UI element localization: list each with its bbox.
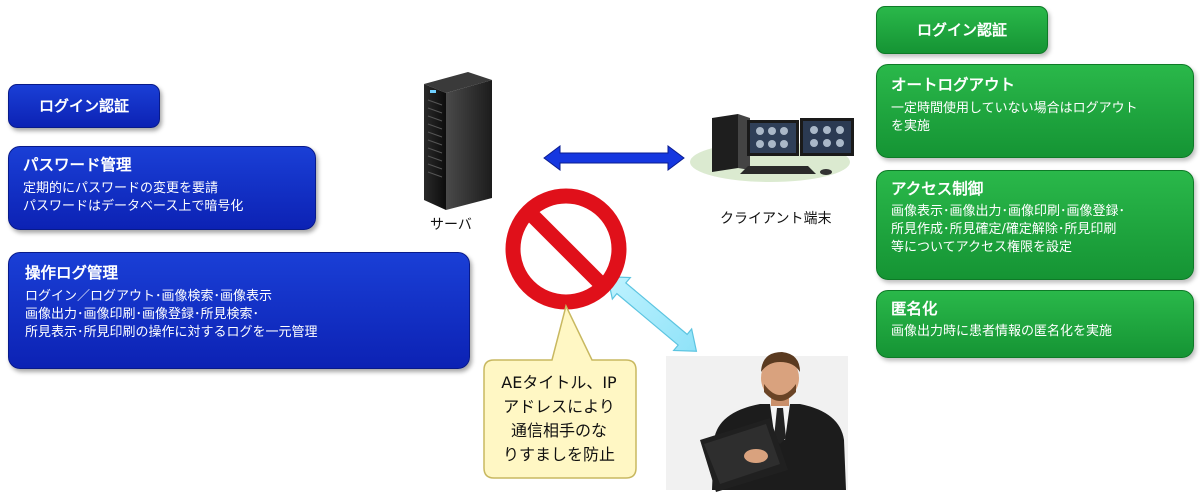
auto-logout-body: 一定時間使用していない場合はログアウト を実施 bbox=[891, 101, 1138, 134]
password-management-card: パスワード管理 定期的にパスワードの変更を要請 パスワードはデータベース上で暗号… bbox=[8, 146, 316, 230]
auto-logout-title: オートログアウト bbox=[891, 76, 1016, 94]
access-control-card: アクセス制御 画像表示･画像出力･画像印刷･画像登録･ 所見作成･所見確定/確定… bbox=[876, 170, 1194, 280]
callout-bubble bbox=[483, 303, 637, 479]
client-terminal-label: クライアント端末 bbox=[720, 211, 832, 227]
spoofing-callout-text: AEタイトル、IP アドレスにより 通信相手のな りすましを防止 bbox=[501, 373, 617, 464]
connection-arrow bbox=[543, 145, 685, 171]
password-management-body: 定期的にパスワードの変更を要請 パスワードはデータベース上で暗号化 bbox=[23, 181, 244, 214]
password-management-title: パスワード管理 bbox=[23, 156, 132, 174]
operation-log-body: ログイン／ログアウト･画像検索･画像表示 画像出力･画像印刷･画像登録･所見検索… bbox=[25, 289, 318, 340]
attack-arrow bbox=[606, 276, 698, 352]
left-login-auth-tag: ログイン認証 bbox=[8, 84, 160, 128]
auto-logout-card: オートログアウト 一定時間使用していない場合はログアウト を実施 bbox=[876, 64, 1194, 158]
operation-log-title: 操作ログ管理 bbox=[25, 264, 119, 282]
anonymization-card: 匿名化 画像出力時に患者情報の匿名化を実施 bbox=[876, 290, 1194, 358]
access-control-title: アクセス制御 bbox=[891, 180, 984, 198]
anonymization-body: 画像出力時に患者情報の匿名化を実施 bbox=[891, 324, 1113, 339]
server-label: サーバ bbox=[430, 217, 472, 233]
prohibition-icon bbox=[505, 188, 627, 310]
operation-log-card: 操作ログ管理 ログイン／ログアウト･画像検索･画像表示 画像出力･画像印刷･画像… bbox=[8, 252, 470, 369]
anonymization-title: 匿名化 bbox=[891, 300, 938, 318]
client-terminal-icon bbox=[690, 114, 854, 182]
access-control-body: 画像表示･画像出力･画像印刷･画像登録･ 所見作成･所見確定/確定解除･所見印刷… bbox=[891, 204, 1126, 255]
attacker-person-icon bbox=[666, 352, 848, 492]
server-icon bbox=[424, 72, 492, 210]
right-login-auth-tag: ログイン認証 bbox=[876, 6, 1048, 54]
